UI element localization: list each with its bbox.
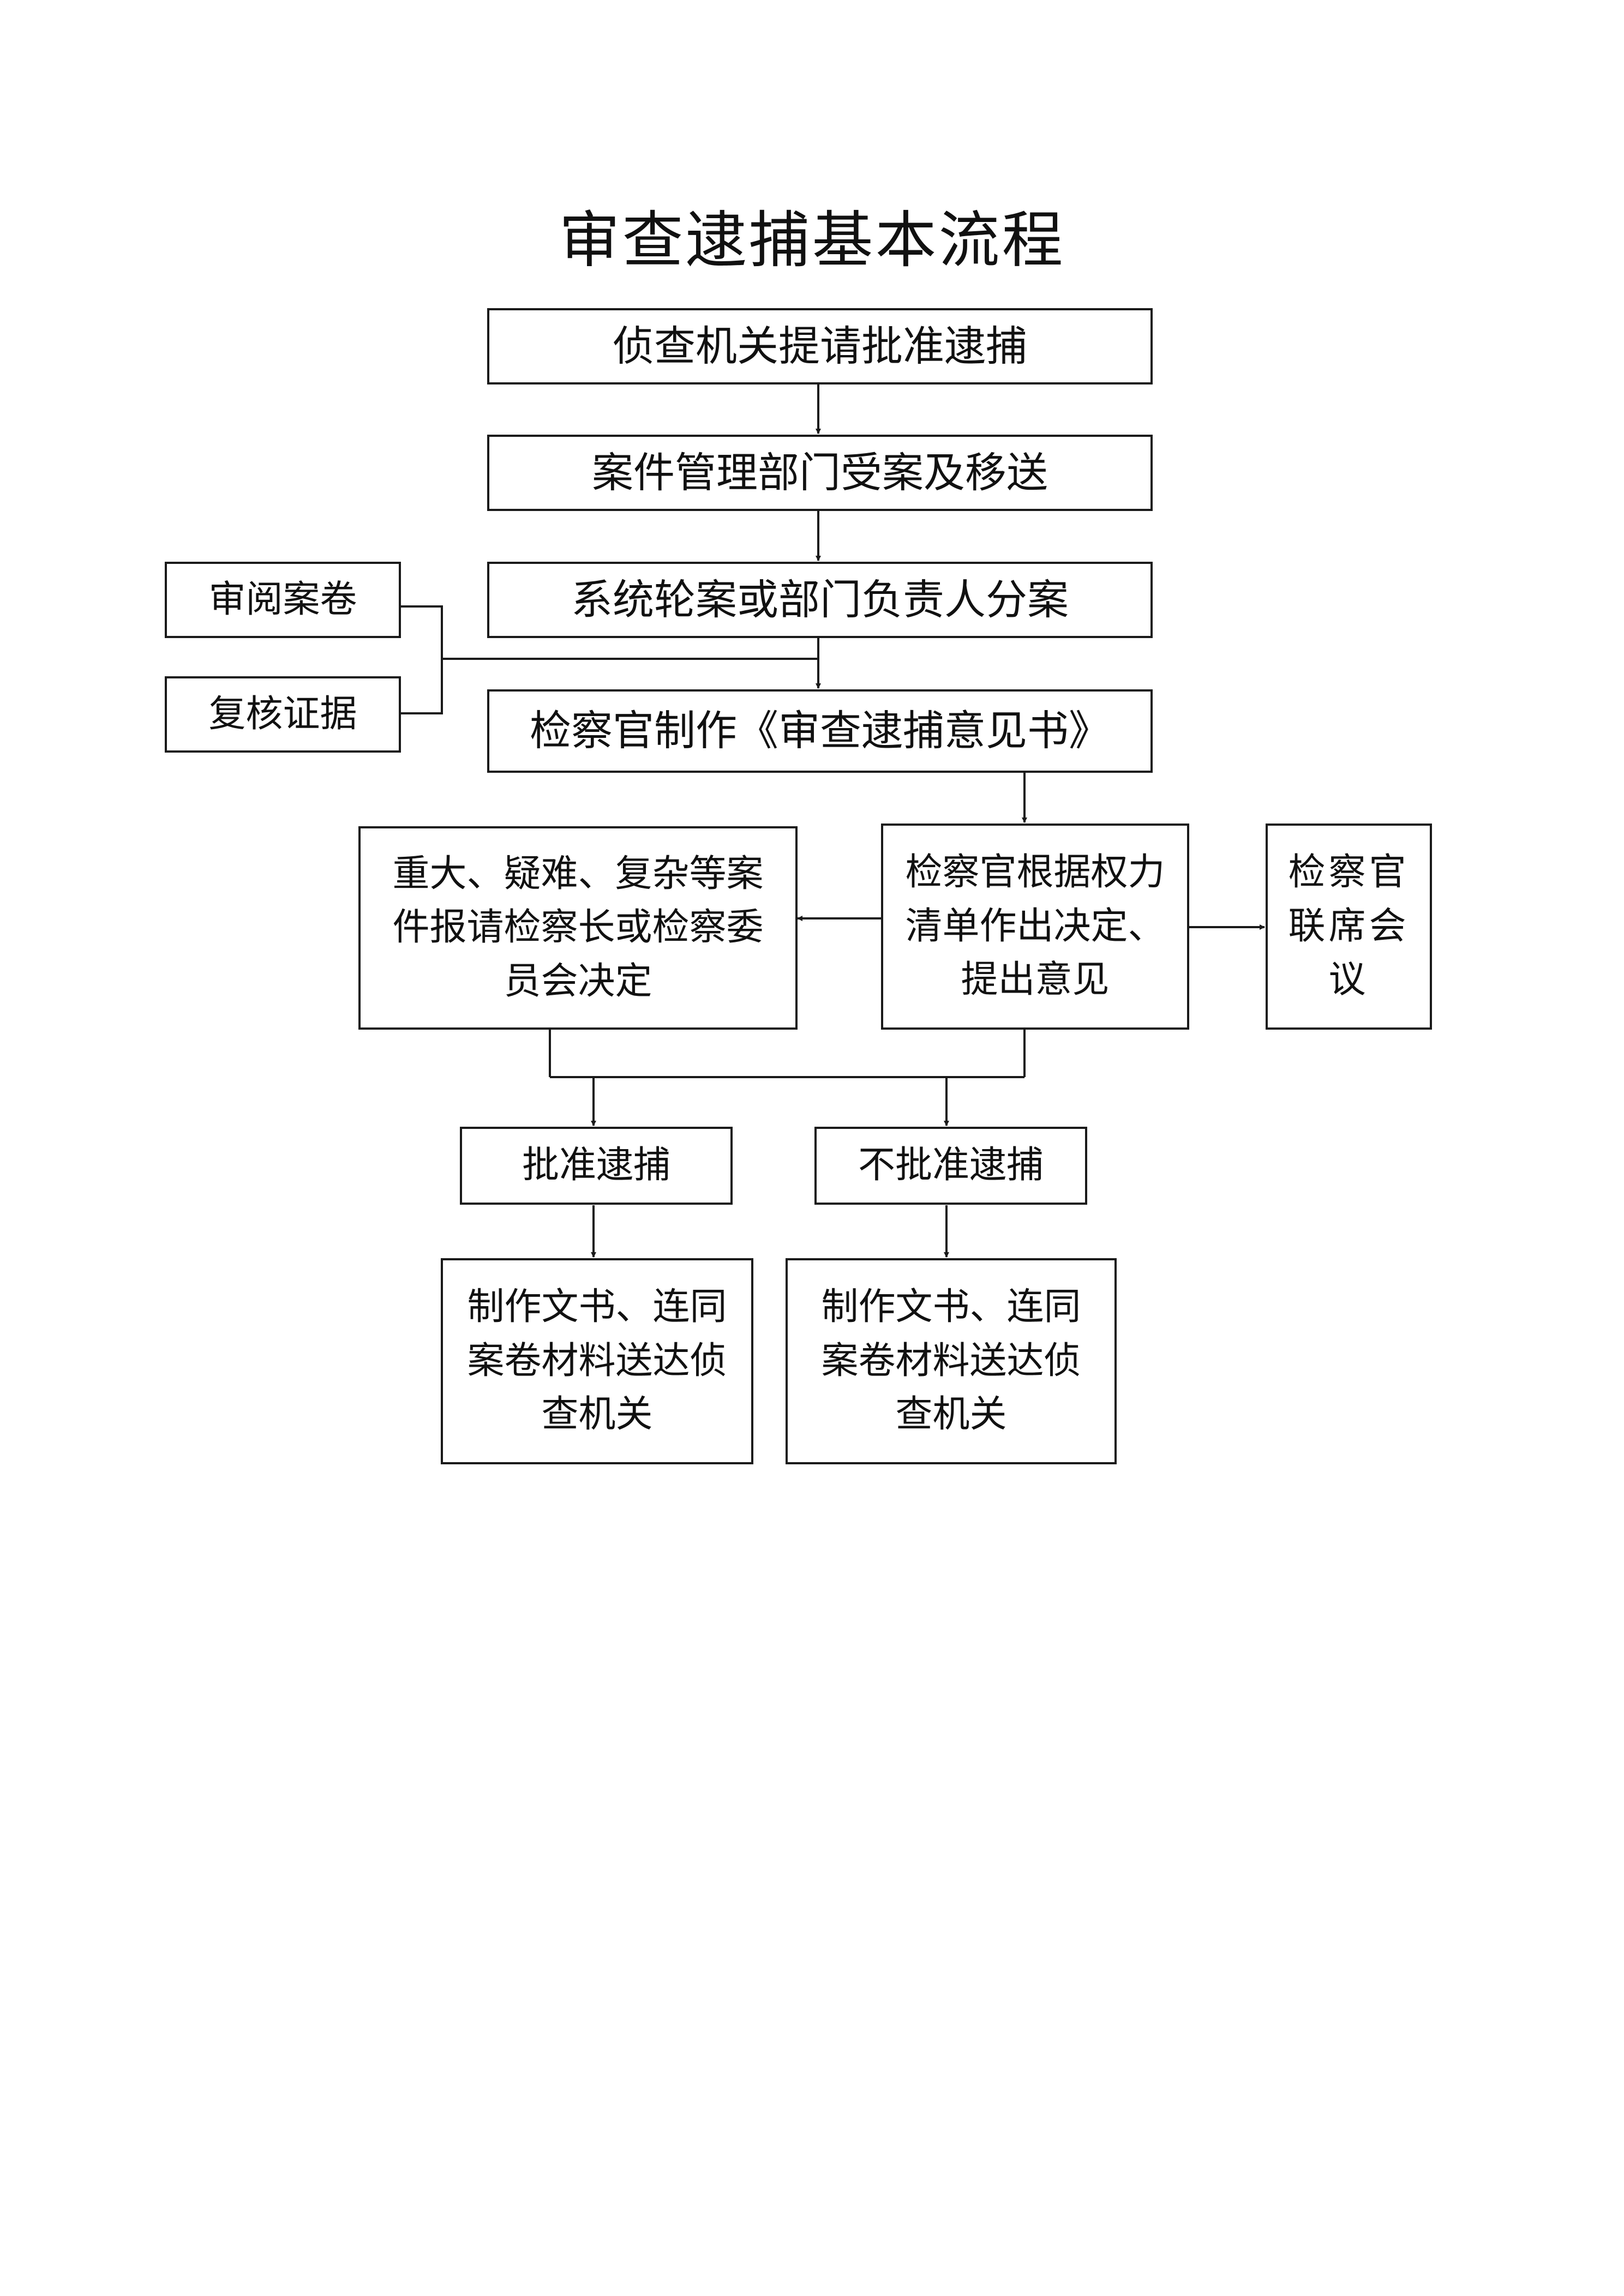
node-verify-evidence: 复核证据 — [165, 676, 401, 753]
node-review-file: 审阅案卷 — [165, 562, 401, 638]
node-joint-meeting: 检察官联席会议 — [1266, 824, 1432, 1030]
node-approve: 批准逮捕 — [460, 1127, 733, 1205]
node-disapprove: 不批准逮捕 — [814, 1127, 1087, 1205]
node-deliver-approve: 制作文书、连同案卷材料送达侦查机关 — [441, 1258, 753, 1464]
node-prosecutor-decide: 检察官根据权力清单作出决定、提出意见 — [881, 824, 1189, 1030]
node-deliver-disapprove: 制作文书、连同案卷材料送达侦查机关 — [786, 1258, 1117, 1464]
node-assign: 系统轮案或部门负责人分案 — [487, 562, 1153, 638]
node-receive: 案件管理部门受案及移送 — [487, 435, 1153, 511]
node-opinion: 检察官制作《审查逮捕意见书》 — [487, 689, 1153, 773]
node-major-case: 重大、疑难、复杂等案件报请检察长或检察委员会决定 — [358, 826, 798, 1030]
page-title: 审查逮捕基本流程 — [559, 205, 1065, 276]
node-submit: 侦查机关提请批准逮捕 — [487, 308, 1153, 384]
bracket-review-verify — [401, 605, 443, 714]
